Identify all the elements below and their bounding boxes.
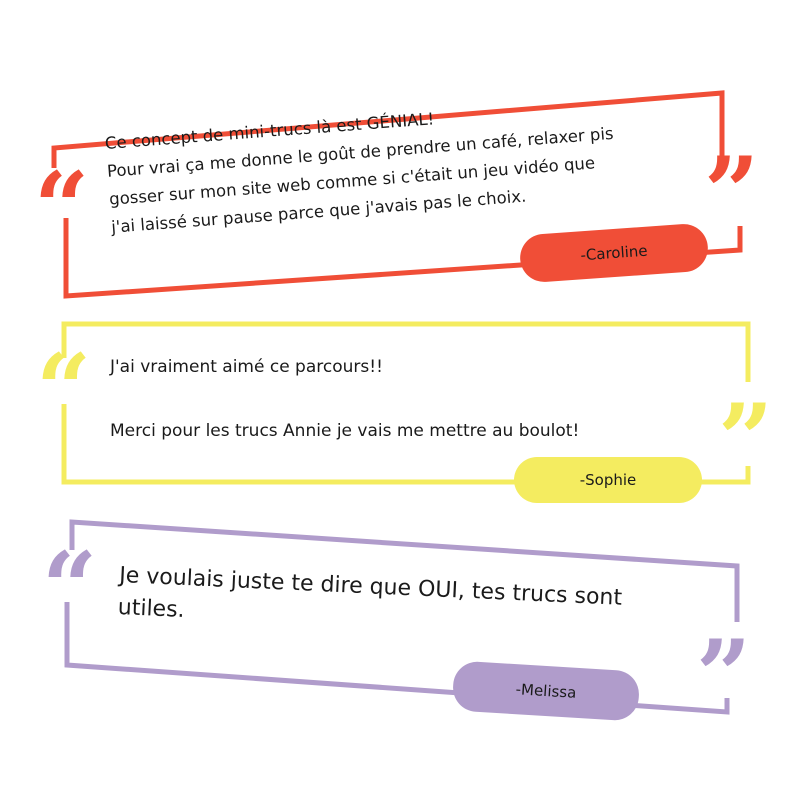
frame-top-stroke (61, 321, 751, 382)
card-frame (51, 90, 743, 299)
testimonial-card-caroline: “ ” Ce concept de mini-trucs là est GÉNI… (0, 0, 800, 310)
close-quote-icon: ” (718, 383, 774, 496)
frame-bottom-stroke (64, 602, 730, 715)
author-name: -Caroline (579, 241, 649, 265)
frame-bottom-stroke (61, 404, 751, 485)
testimonial-line: J'ai vraiment aimé ce parcours!! (110, 357, 383, 377)
frame-bottom-stroke (63, 218, 743, 299)
close-quote-icon: ” (704, 136, 760, 249)
open-quote-icon: “ (34, 151, 90, 264)
close-quote-icon: ” (696, 619, 752, 732)
frame-top-stroke (69, 519, 740, 622)
open-quote-icon: “ (36, 333, 92, 446)
frame-top-stroke (51, 90, 725, 171)
author-name: -Sophie (579, 471, 637, 489)
open-quote-icon: “ (42, 531, 98, 644)
author-name: -Melissa (515, 680, 577, 702)
card-frame (64, 519, 740, 715)
testimonial-line: Merci pour les trucs Annie je vais me me… (110, 421, 580, 441)
card-frame (61, 321, 751, 485)
testimonial-card-melissa: “ ” Je voulais juste te dire que OUI, te… (0, 510, 800, 740)
author-badge: -Sophie (514, 457, 702, 503)
testimonial-card-sophie: “ ” J'ai vraiment aimé ce parcours!! Mer… (0, 310, 800, 510)
